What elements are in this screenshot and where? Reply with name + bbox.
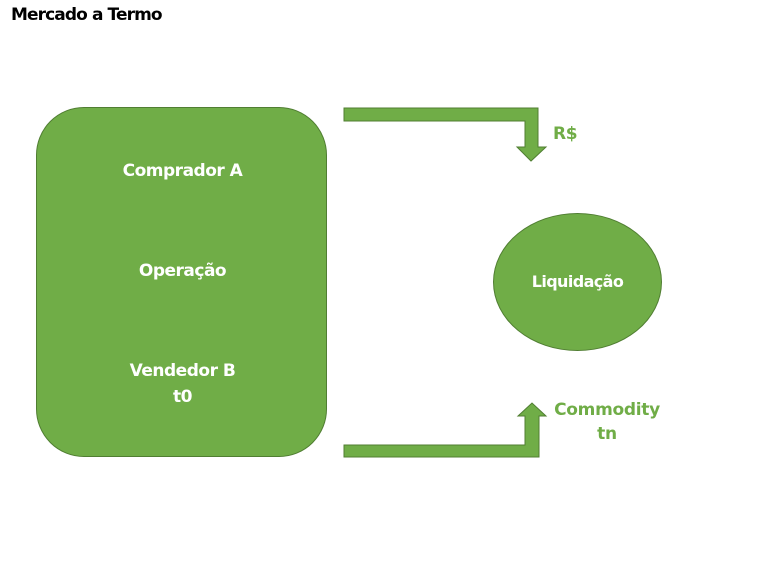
page-title: Mercado a Termo <box>11 5 163 25</box>
settlement-ellipse: Liquidação <box>493 213 662 351</box>
settlement-label: Liquidação <box>531 272 624 291</box>
money-flow-label: R$ <box>553 124 578 144</box>
time-label: t0 <box>173 387 192 407</box>
commodity-flow-label: Commodity tn <box>548 398 666 446</box>
commodity-label-line1: Commodity <box>554 400 660 420</box>
contract-box: Comprador A Operação Vendedor B t0 <box>36 107 327 457</box>
commodity-label-line2: tn <box>597 424 617 444</box>
money-flow-arrow <box>343 107 548 162</box>
buyer-label: Comprador A <box>122 161 243 181</box>
operation-label: Operação <box>138 261 227 281</box>
commodity-flow-arrow <box>343 402 548 458</box>
seller-label: Vendedor B <box>129 361 236 381</box>
